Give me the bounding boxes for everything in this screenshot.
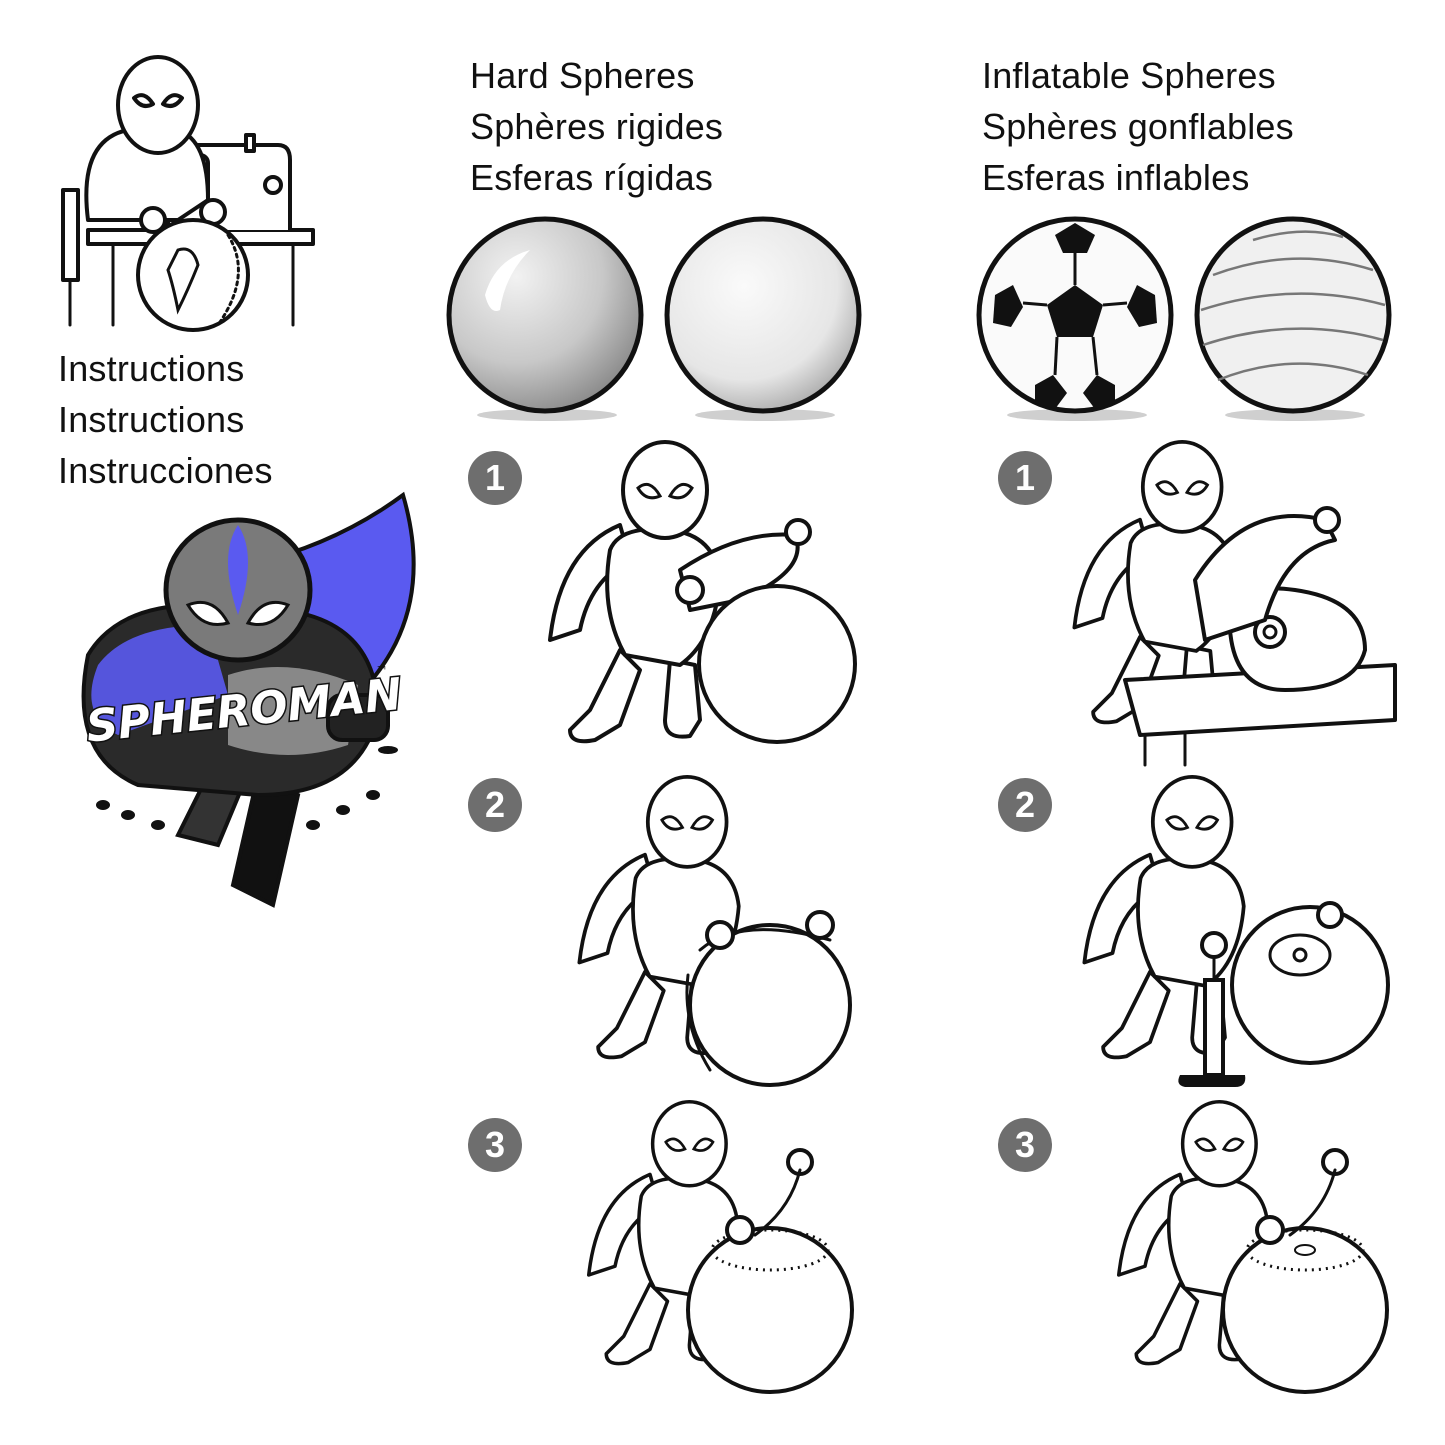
instructions-line-en: Instructions [58,348,245,389]
hard-spheres-title-es: Esferas rígidas [470,157,714,198]
exercise-ball-image [1194,216,1392,421]
hard-step-1-illustration [548,440,857,744]
inflatable-step-2-illustration [1082,775,1390,1087]
hard-step-1-badge: 1 [468,451,522,505]
hard-step-3-illustration [587,1100,854,1394]
hard-step-2-illustration [577,775,852,1087]
spheroman-mascot-logo: SPHEROMAN ™ [81,491,416,908]
hard-sphere-glossy-image [446,216,644,421]
inflatable-step-3-badge: 3 [998,1118,1052,1172]
instructions-line-fr: Instructions [58,399,245,440]
inflatable-step-1-badge: 1 [998,451,1052,505]
sewing-globe-illustration [61,55,315,332]
inflatable-step-2-badge: 2 [998,778,1052,832]
hard-step-2-badge: 2 [468,778,522,832]
inflatable-spheres-title-fr: Sphères gonflables [982,106,1294,147]
instructions-title: Instructions Instructions Instrucciones [58,343,273,496]
inflatable-spheres-title: Inflatable Spheres Sphères gonflables Es… [982,50,1294,203]
inflatable-spheres-title-en: Inflatable Spheres [982,55,1276,96]
inflatable-step-3-illustration [1117,1100,1389,1394]
logo-trademark: ™ [376,664,388,678]
hard-spheres-title-en: Hard Spheres [470,55,695,96]
hard-spheres-title: Hard Spheres Sphères rigides Esferas ríg… [470,50,723,203]
inflatable-spheres-title-es: Esferas inflables [982,157,1250,198]
hard-sphere-matte-image [664,216,862,421]
hard-step-3-badge: 3 [468,1118,522,1172]
instructions-line-es: Instrucciones [58,450,273,491]
hard-spheres-title-fr: Sphères rigides [470,106,724,147]
soccer-ball-image [976,216,1174,421]
inflatable-step-1-illustration [1072,440,1397,767]
